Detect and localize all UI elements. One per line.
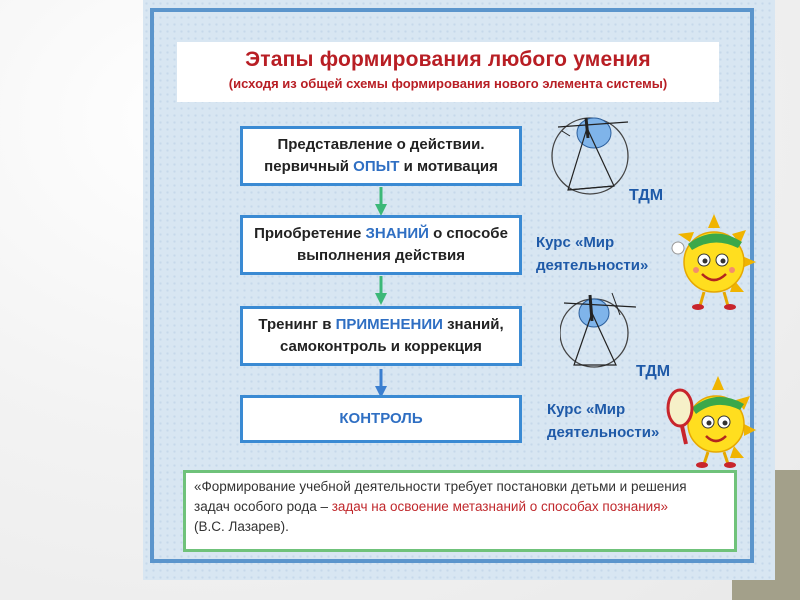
step-3-line-1: Тренинг в ПРИМЕНЕНИИ знаний, xyxy=(258,316,504,333)
slide-frame xyxy=(150,8,754,563)
kurs-label-2: Курс «Мир деятельности» xyxy=(547,401,660,441)
step-training: Тренинг в ПРИМЕНЕНИИ знаний, самоконтрол… xyxy=(240,306,522,366)
quote-author: (В.С. Лазарев). xyxy=(194,519,289,534)
step-2-line-2: выполнения действия xyxy=(297,247,465,264)
geometry-diagram-icon xyxy=(560,292,637,368)
step-knowledge: Приобретение ЗНАНИЙ о способе выполнения… xyxy=(240,215,522,275)
step-2-line-1: Приобретение ЗНАНИЙ о способе xyxy=(254,225,508,242)
page-subtitle: (исходя из общей схемы формирования ново… xyxy=(228,76,668,91)
tdm-label-1: ТДМ xyxy=(629,187,664,204)
step-1-line-2: первичный ОПЫТ и мотивация xyxy=(264,158,498,175)
step-experience: Представление о действии. первичный ОПЫТ… xyxy=(240,126,522,186)
sun-mascot-icon xyxy=(666,376,756,468)
tdm-label-2: ТДМ xyxy=(636,363,671,380)
sun-mascot-icon xyxy=(671,214,756,310)
down-arrow-icon xyxy=(375,187,387,216)
keyword-primenenii: ПРИМЕНЕНИИ xyxy=(335,316,443,333)
down-arrow-icon xyxy=(375,276,387,305)
keyword-opyt: ОПЫТ xyxy=(353,158,400,175)
page-title: Этапы формирования любого умения xyxy=(245,48,651,71)
step-3-line-2: самоконтроль и коррекция xyxy=(280,338,482,355)
quote-text: «Формирование учебной деятельности требу… xyxy=(194,479,687,514)
title-box: Этапы формирования любого умения (исходя… xyxy=(177,42,719,102)
quote-box: «Формирование учебной деятельности требу… xyxy=(183,470,737,552)
step-control: КОНТРОЛЬ xyxy=(240,395,522,443)
keyword-znaniy: ЗНАНИЙ xyxy=(365,225,429,242)
geometry-diagram-icon xyxy=(551,117,629,195)
step-1-line-1: Представление о действии. xyxy=(277,136,485,153)
quote-highlight: задач на освоение метазнаний о способах … xyxy=(331,499,669,514)
down-arrow-icon xyxy=(375,369,387,398)
step-4-label: КОНТРОЛЬ xyxy=(339,410,423,427)
kurs-label-1: Курс «Мир деятельности» xyxy=(536,234,649,274)
